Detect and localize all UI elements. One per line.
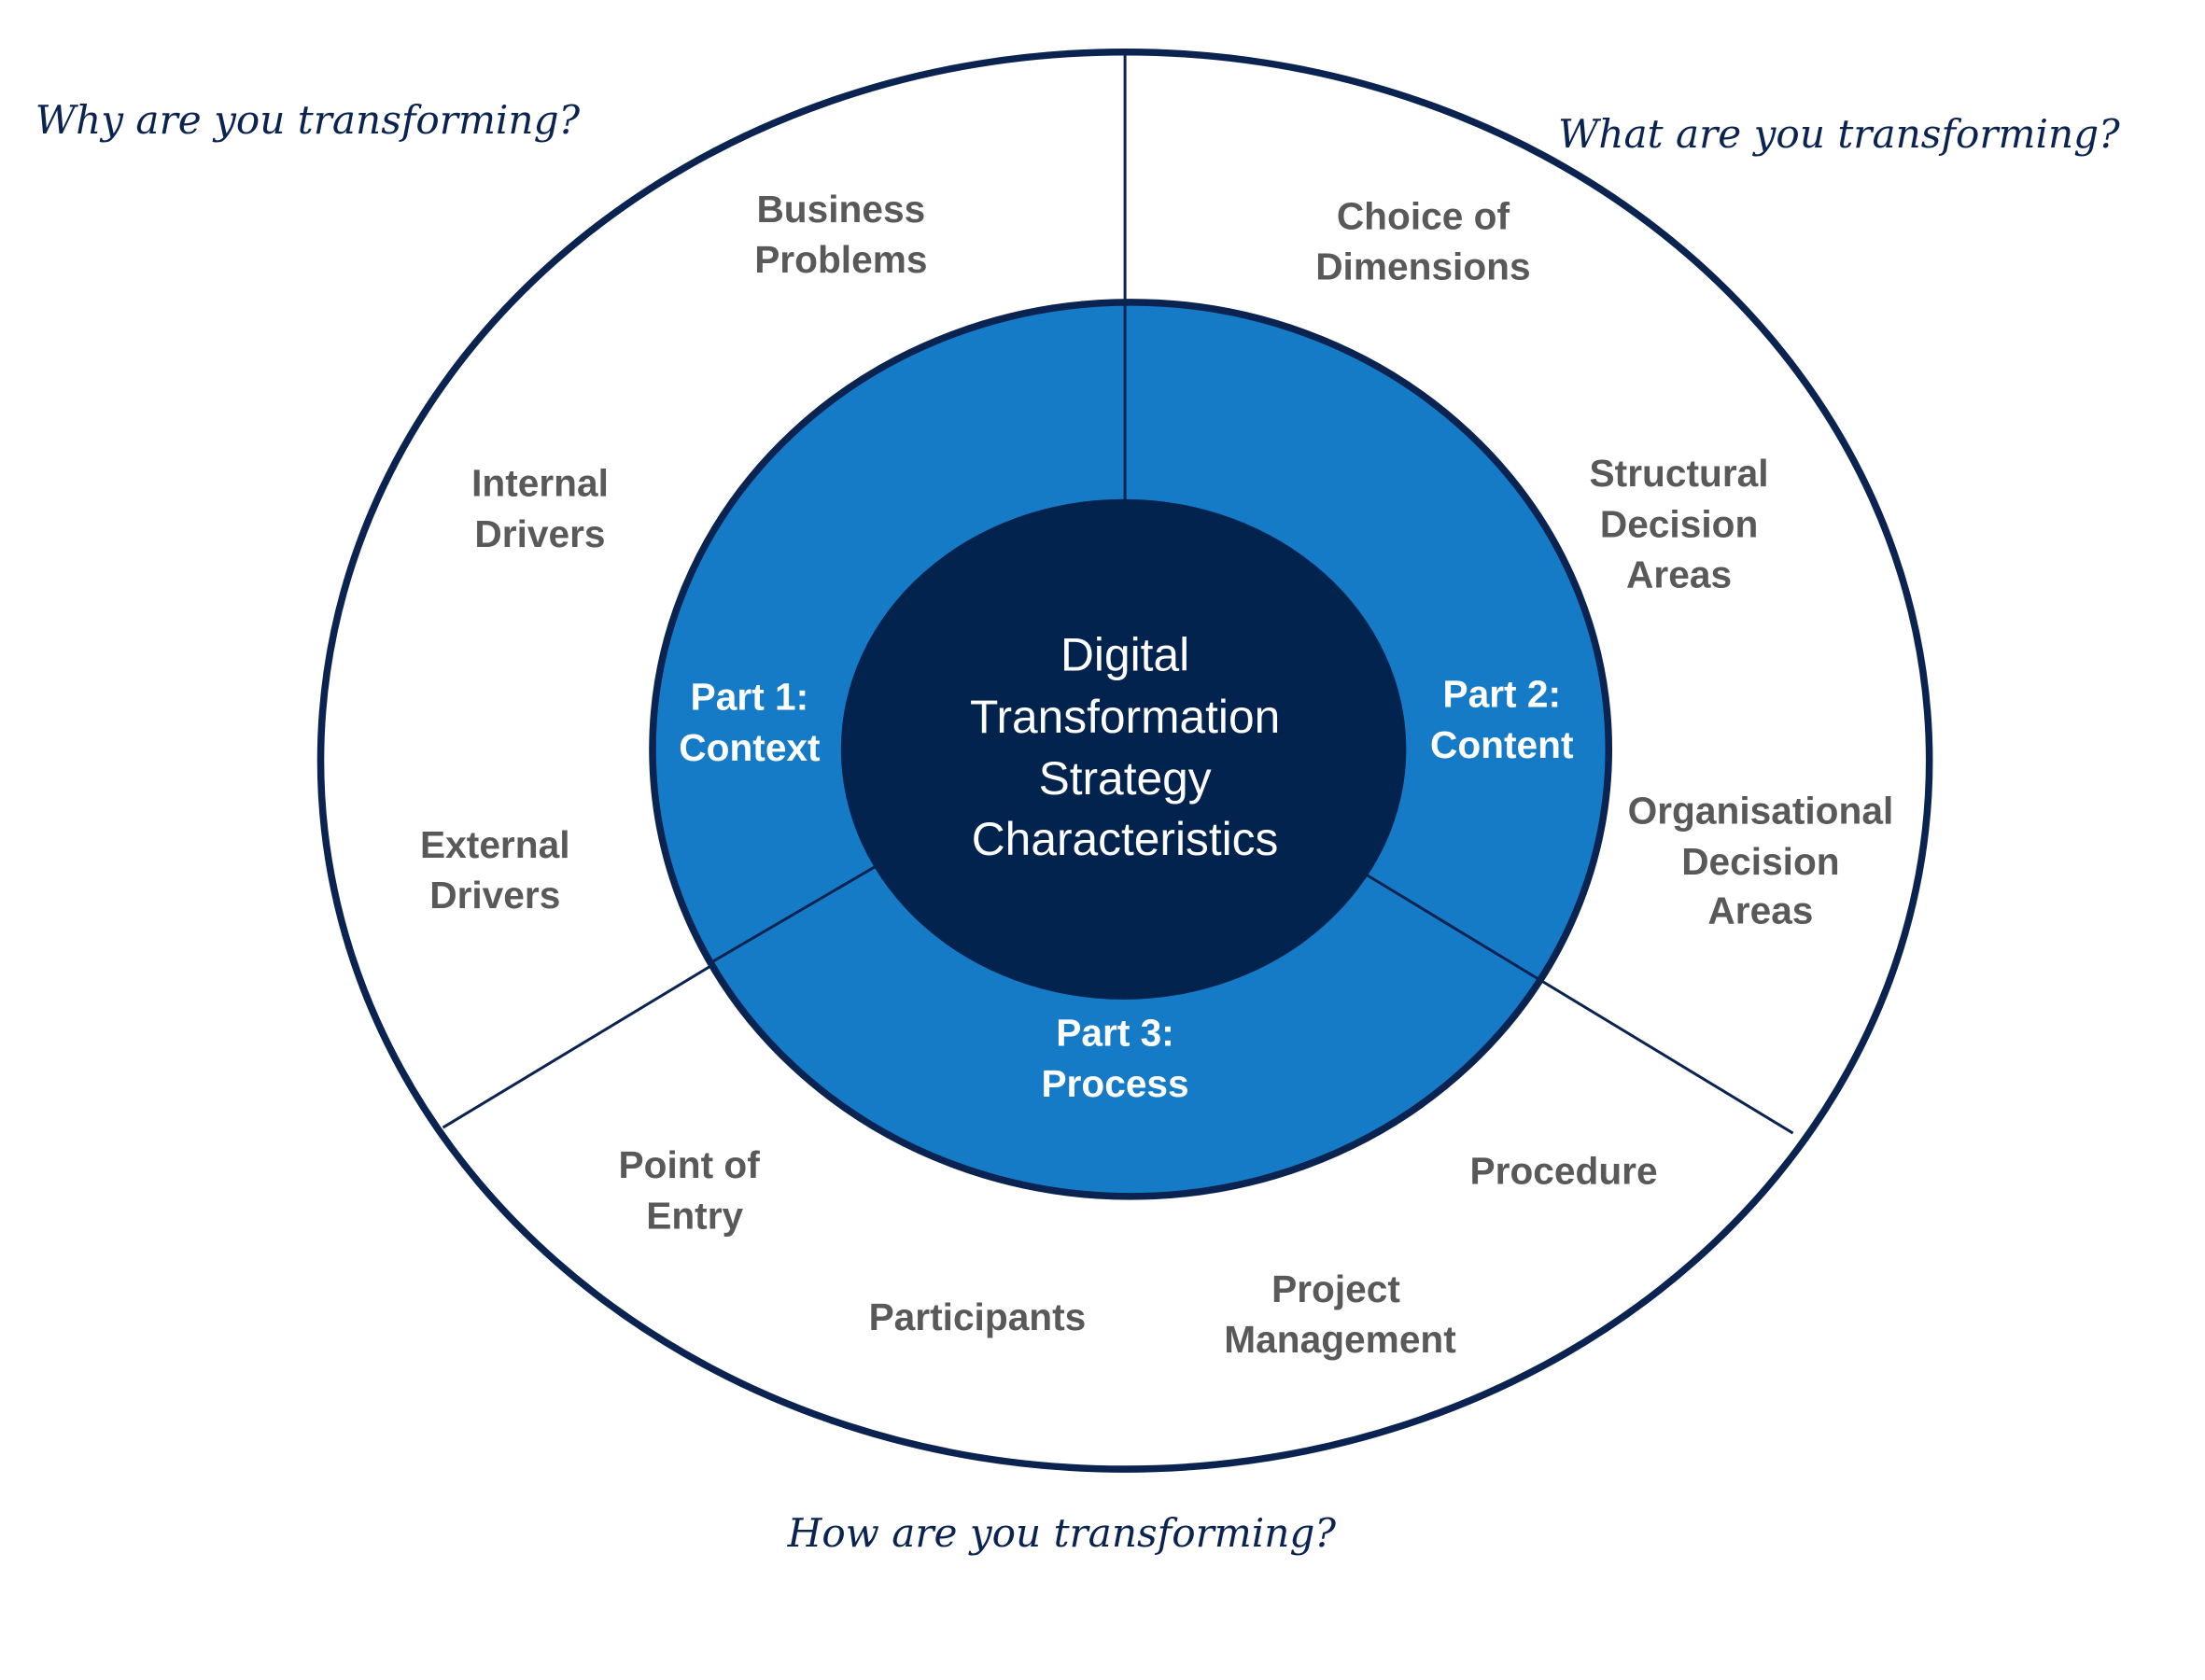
item-line: External: [420, 823, 569, 866]
question-what: What are you transforming?: [1558, 111, 2120, 157]
part-label: Part 1:: [691, 676, 809, 719]
item-line: Participants: [869, 1295, 1087, 1338]
item-project-management: Project Management: [1224, 1267, 1456, 1361]
item-line: Business: [756, 188, 925, 231]
item-line: Areas: [1626, 553, 1732, 596]
part-label: Context: [679, 726, 821, 769]
item-participants: Participants: [869, 1295, 1087, 1338]
item-internal-drivers: Internal Drivers: [471, 462, 609, 555]
part-context: Part 1: Context: [679, 676, 821, 769]
core-line: Digital: [1060, 628, 1189, 680]
divider-right-inner: [1360, 870, 1541, 982]
item-line: Decision: [1600, 502, 1758, 545]
item-point-of-entry: Point of Entry: [619, 1143, 761, 1237]
item-line: Decision: [1681, 840, 1839, 883]
core-line: Characteristics: [972, 813, 1279, 865]
item-line: Internal: [471, 462, 609, 505]
item-line: Point of: [619, 1143, 761, 1186]
item-line: Procedure: [1470, 1149, 1658, 1192]
item-business-problems: Business Problems: [754, 188, 927, 281]
part-label: Content: [1430, 723, 1574, 766]
question-why: Why are you transforming?: [35, 97, 581, 143]
item-structural-decision-areas: Structural Decision Areas: [1590, 452, 1769, 595]
core-circle: [840, 498, 1407, 1000]
core-line: Transformation: [970, 691, 1280, 743]
item-line: Management: [1224, 1318, 1456, 1361]
part-label: Part 3:: [1056, 1012, 1174, 1055]
item-line: Choice of: [1337, 195, 1510, 238]
item-choice-of-dimensions: Choice of Dimensions: [1315, 195, 1530, 288]
item-line: Problems: [754, 238, 927, 281]
item-line: Drivers: [429, 874, 560, 917]
item-line: Project: [1271, 1267, 1400, 1310]
part-label: Process: [1041, 1062, 1188, 1105]
divider-left-inner: [709, 859, 887, 965]
item-line: Organisational: [1628, 790, 1894, 833]
part-process: Part 3: Process: [1041, 1012, 1188, 1105]
question-how: How are you transforming?: [787, 1510, 1337, 1556]
core-line: Strategy: [1039, 752, 1212, 805]
item-procedure: Procedure: [1470, 1149, 1658, 1192]
item-external-drivers: External Drivers: [420, 823, 569, 917]
item-line: Dimensions: [1315, 245, 1530, 288]
item-line: Entry: [646, 1194, 743, 1237]
part-label: Part 2:: [1443, 673, 1562, 716]
item-line: Areas: [1707, 889, 1813, 932]
part-content: Part 2: Content: [1430, 673, 1574, 766]
item-organisational-decision-areas: Organisational Decision Areas: [1628, 790, 1894, 932]
core-title: Digital Transformation Strategy Characte…: [970, 628, 1280, 864]
item-line: Drivers: [474, 512, 605, 555]
item-line: Structural: [1590, 452, 1769, 495]
